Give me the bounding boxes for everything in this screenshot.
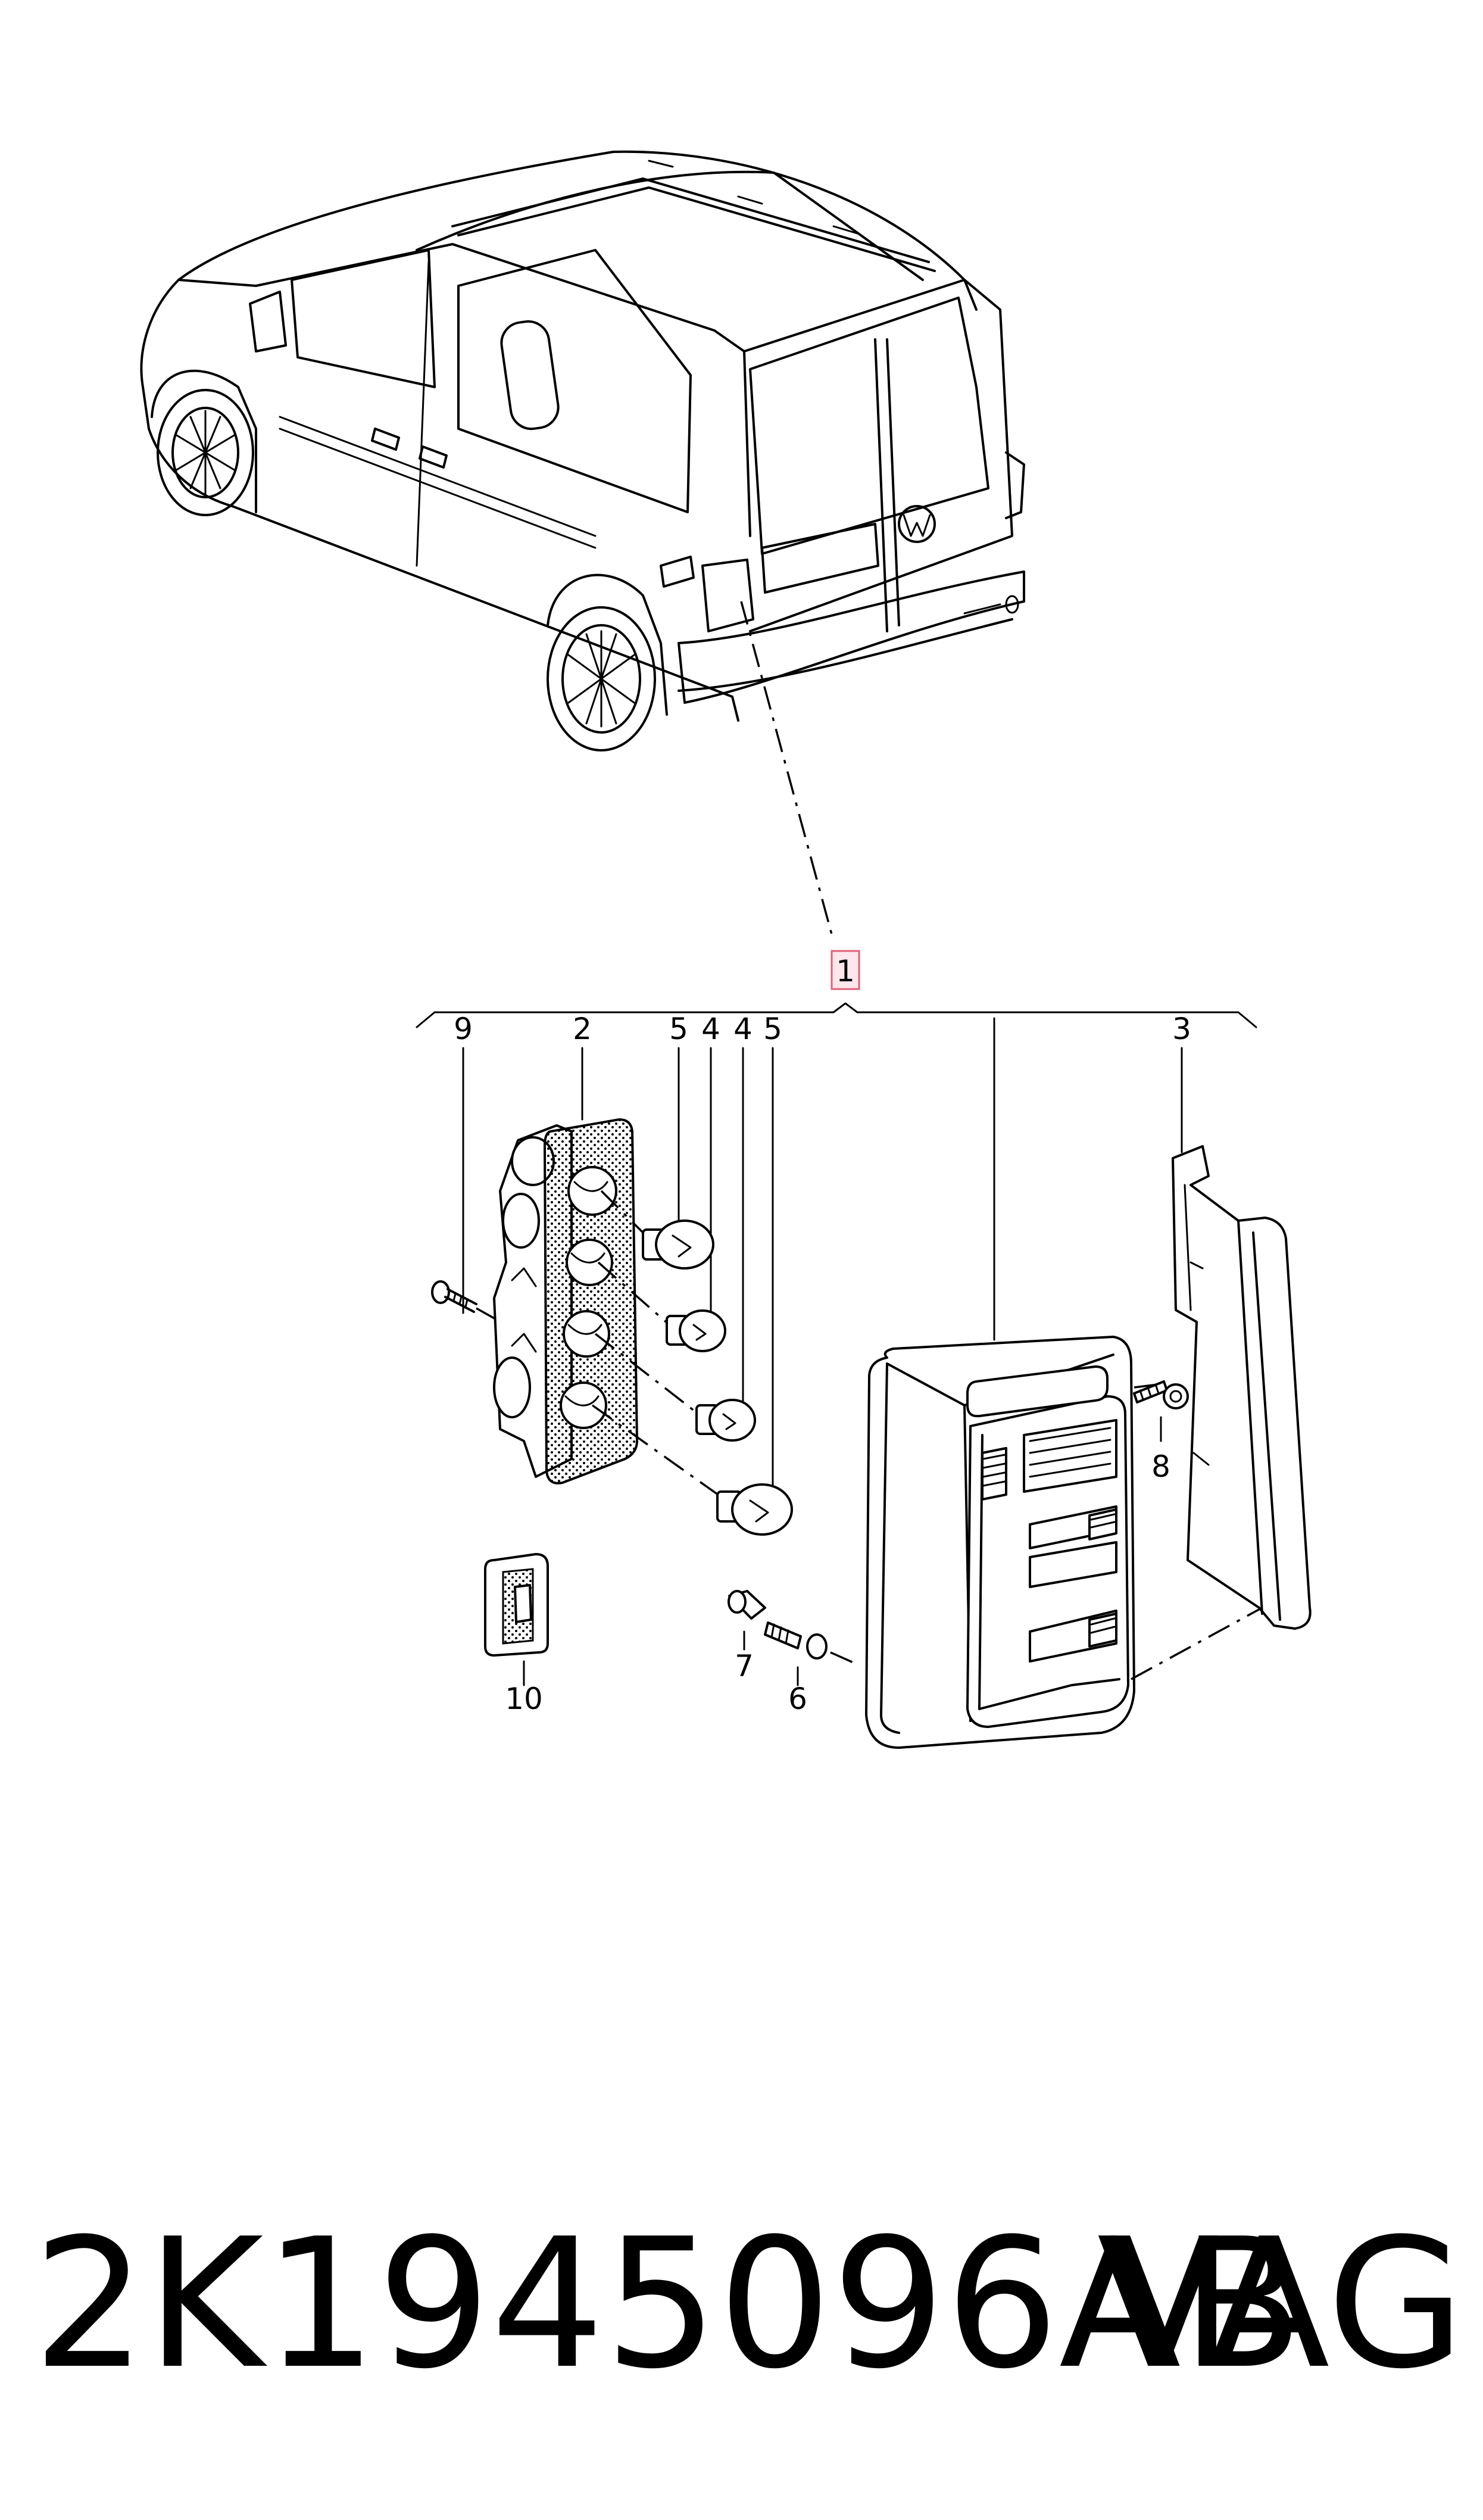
bulb-axes [591,1190,728,1502]
tail-light-housing [865,1336,1159,1749]
callout-2-label: 2 [573,1012,592,1046]
callout-1-highlight-box [831,950,860,990]
callout-3-label: 3 [1172,1012,1191,1046]
bulb-5-top [642,1220,714,1270]
part-10-grommet [484,1553,549,1686]
part-3-seal [1131,1145,1312,1680]
callout-7-label: 7 [735,1649,754,1683]
bulb-4-upper [666,1309,726,1352]
part-8-screw [1133,1380,1189,1442]
callout-5-label: 5 [669,1012,688,1046]
callout-10-label: 10 [505,1682,543,1716]
brand-label: VAG [1097,2200,1465,2408]
callout-leaders [462,1017,1183,1502]
callout-9-label: 9 [454,1012,473,1046]
callout-5-label: 5 [763,1012,782,1046]
part-2-bulb-holder [493,1118,639,1484]
leader-van-to-part-1 [740,601,835,941]
part-6-screw [764,1621,858,1686]
callout-1-label: 1 [836,954,855,988]
callout-4-label: 4 [733,1012,753,1046]
part-9-screw [431,1280,507,1326]
part-7-clip [728,1590,766,1651]
callout-labels: 9 2 5 4 4 5 3 8 7 6 10 [454,1012,1191,1716]
bulb-5-bottom [716,1483,793,1536]
van-illustration [140,150,1025,751]
callout-4-label: 4 [701,1012,720,1046]
part-number-label: 2K1945096AB [33,2200,1304,2408]
assembly-bracket [416,1002,1257,1028]
callout-1: 1 [831,950,860,990]
callout-6-label: 6 [788,1682,807,1716]
bulb-4-lower [695,1399,756,1442]
callout-8-label: 8 [1151,1449,1170,1484]
